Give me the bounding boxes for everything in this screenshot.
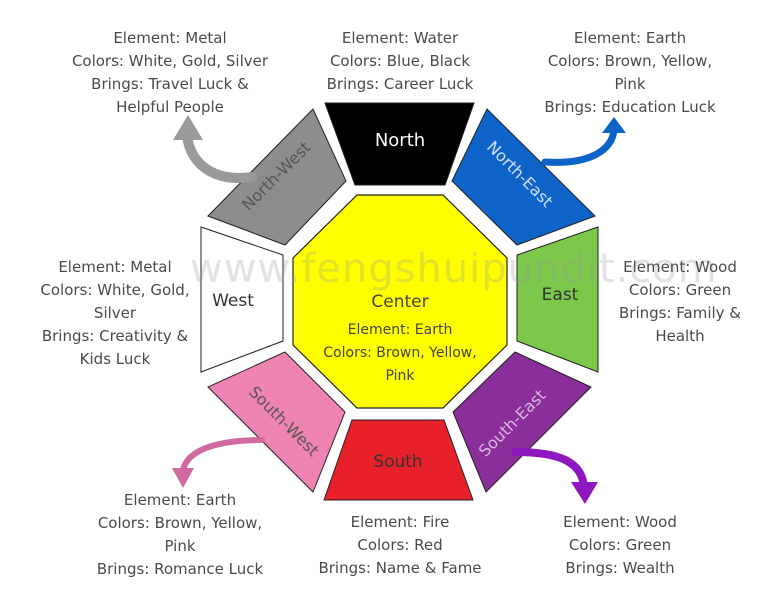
info-line: Silver [93, 304, 137, 322]
arrow-north-east-icon [541, 117, 626, 166]
sector-north-east [451, 108, 596, 246]
info-line: Colors: Brown, Yellow, [547, 52, 713, 70]
info-line: Colors: Green [568, 536, 672, 554]
label-north: North [375, 130, 425, 151]
info-line: Colors: Green [628, 281, 732, 299]
info-line: Colors: Brown, Yellow, [97, 514, 263, 532]
info-line: Pink [164, 537, 196, 555]
sector-north-west [207, 108, 347, 246]
info-line: Pink [614, 75, 646, 93]
sector-west [200, 226, 284, 373]
sector-south-west [207, 351, 346, 493]
info-line: Element: Earth [123, 491, 237, 509]
sector-south-east [452, 351, 592, 493]
arrow-south-west-icon [172, 437, 265, 488]
info-line: Element: Earth [573, 29, 687, 47]
info-line: Brings: Wealth [565, 559, 675, 577]
info-line: Element: Water [341, 29, 459, 47]
sector-east [516, 226, 599, 373]
info-line: Colors: Blue, Black [329, 52, 471, 70]
center-title: Center [371, 292, 428, 312]
info-line: Element: Metal [113, 29, 227, 47]
arrow-south-east-icon [511, 448, 598, 504]
info-line: Kids Luck [79, 350, 151, 368]
info-line: Colors: White, Gold, [40, 281, 190, 299]
arrow-north-west-icon [173, 115, 257, 183]
info-line: Brings: Travel Luck & [91, 75, 249, 93]
info-line: Health [655, 327, 705, 345]
label-east: East [542, 285, 579, 305]
sector-south [323, 419, 474, 501]
info-line: Brings: Education Luck [544, 98, 716, 116]
info-line: Element: Wood [623, 258, 737, 276]
info-line: Brings: Name & Fame [318, 559, 482, 577]
center-line-element: Element: Earth [348, 322, 453, 338]
info-line: Brings: Romance Luck [96, 560, 264, 578]
label-south: South [373, 452, 422, 472]
info-line: Colors: Red [357, 536, 443, 554]
info-line: Brings: Family & [618, 304, 742, 322]
center-line-colors-cont: Pink [385, 368, 415, 384]
info-line: Element: Wood [563, 513, 677, 531]
info-line: Brings: Career Luck [326, 75, 474, 93]
center-line-colors: Colors: Brown, Yellow, [323, 345, 476, 361]
info-line: Helpful People [116, 98, 224, 116]
info-line: Brings: Creativity & [41, 327, 189, 345]
label-west: West [212, 291, 254, 311]
watermark-text: www.fengshuipundit.com [190, 246, 718, 292]
info-line: Element: Metal [58, 258, 172, 276]
center-octagon [292, 194, 508, 409]
info-line: Colors: White, Gold, Silver [71, 52, 269, 70]
info-line: Element: Fire [350, 513, 450, 531]
sector-north [324, 102, 475, 186]
